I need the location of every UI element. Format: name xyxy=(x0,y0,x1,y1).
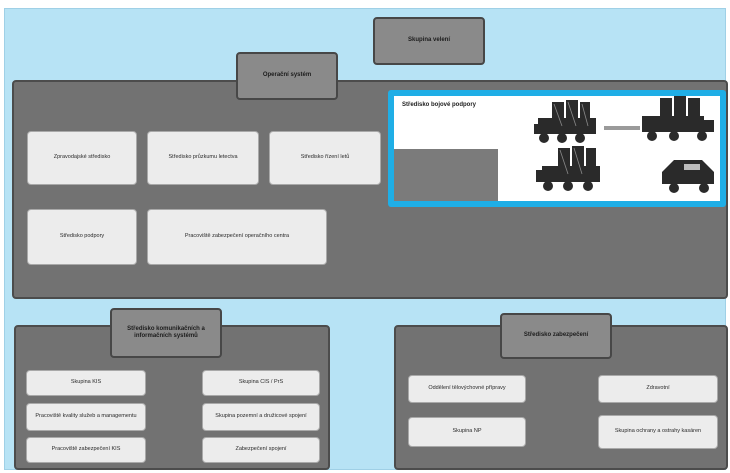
military-trucks-image xyxy=(534,96,714,193)
comms-box-6[interactable]: Zabezpečení spojení xyxy=(202,437,320,463)
command-group-box[interactable]: Skupina velení xyxy=(373,17,485,65)
comms-box-1[interactable]: Skupina KIS xyxy=(26,370,146,396)
comms-box-1-label: Skupina KIS xyxy=(70,379,102,386)
operational-box-2[interactable]: Středisko průzkumu letectva xyxy=(147,131,259,185)
command-group-label: Skupina velení xyxy=(407,37,450,44)
security-header[interactable]: Středisko zabezpečení xyxy=(500,313,612,359)
security-box-4[interactable]: Skupina ochrany a ostrahy kasáren xyxy=(598,415,718,449)
security-box-2[interactable]: Zdravotní xyxy=(598,375,718,403)
operational-box-3-label: Středisko řízení letů xyxy=(300,154,350,161)
security-box-2-label: Zdravotní xyxy=(646,385,670,392)
combat-support-content: Středisko bojové podpory xyxy=(394,96,720,201)
security-box-1[interactable]: Oddělení tělovýchovné přípravy xyxy=(408,375,526,403)
operational-box-1-label: Zpravodajské středisko xyxy=(53,154,111,161)
comms-box-4[interactable]: Skupina pozemní a družicové spojení xyxy=(202,403,320,431)
operational-box-1[interactable]: Zpravodajské středisko xyxy=(27,131,137,185)
comms-box-2[interactable]: Skupina CIS / PrS xyxy=(202,370,320,396)
comms-box-2-label: Skupina CIS / PrS xyxy=(238,379,284,386)
operational-box-4-label: Středisko podpory xyxy=(59,233,105,240)
operational-system-header-label: Operační systém xyxy=(262,72,312,79)
security-box-4-label: Skupina ochrany a ostrahy kasáren xyxy=(614,428,702,435)
comms-box-5[interactable]: Pracoviště zabezpečení KIS xyxy=(26,437,146,463)
security-box-3-label: Skupina NP xyxy=(452,428,482,435)
combat-support-title: Středisko bojové podpory xyxy=(402,102,477,108)
security-header-label: Středisko zabezpečení xyxy=(523,332,589,339)
operational-box-5[interactable]: Pracoviště zabezpečení operačního centra xyxy=(147,209,327,265)
comms-box-3[interactable]: Pracoviště kvality služeb a managementu xyxy=(26,403,146,431)
security-box-3[interactable]: Skupina NP xyxy=(408,417,526,447)
operational-box-3[interactable]: Středisko řízení letů xyxy=(269,131,381,185)
comms-header[interactable]: Středisko komunikačních a informačních s… xyxy=(110,308,222,358)
security-box-1-label: Oddělení tělovýchovné přípravy xyxy=(428,385,506,392)
operational-box-2-label: Středisko průzkumu letectva xyxy=(168,154,238,161)
comms-box-5-label: Pracoviště zabezpečení KIS xyxy=(51,446,121,453)
comms-header-label: Středisko komunikačních a informačních s… xyxy=(127,325,205,340)
operational-box-4[interactable]: Středisko podpory xyxy=(27,209,137,265)
comms-box-3-label: Pracoviště kvality služeb a managementu xyxy=(35,413,137,420)
comms-box-4-label: Skupina pozemní a družicové spojení xyxy=(215,413,307,420)
operational-box-5-label: Pracoviště zabezpečení operačního centra xyxy=(184,233,290,240)
comms-box-6-label: Zabezpečení spojení xyxy=(235,446,287,453)
operational-system-header[interactable]: Operační systém xyxy=(236,52,338,100)
combat-support-gray-block xyxy=(394,149,498,201)
combat-support-highlight[interactable]: Středisko bojové podpory xyxy=(388,90,726,207)
